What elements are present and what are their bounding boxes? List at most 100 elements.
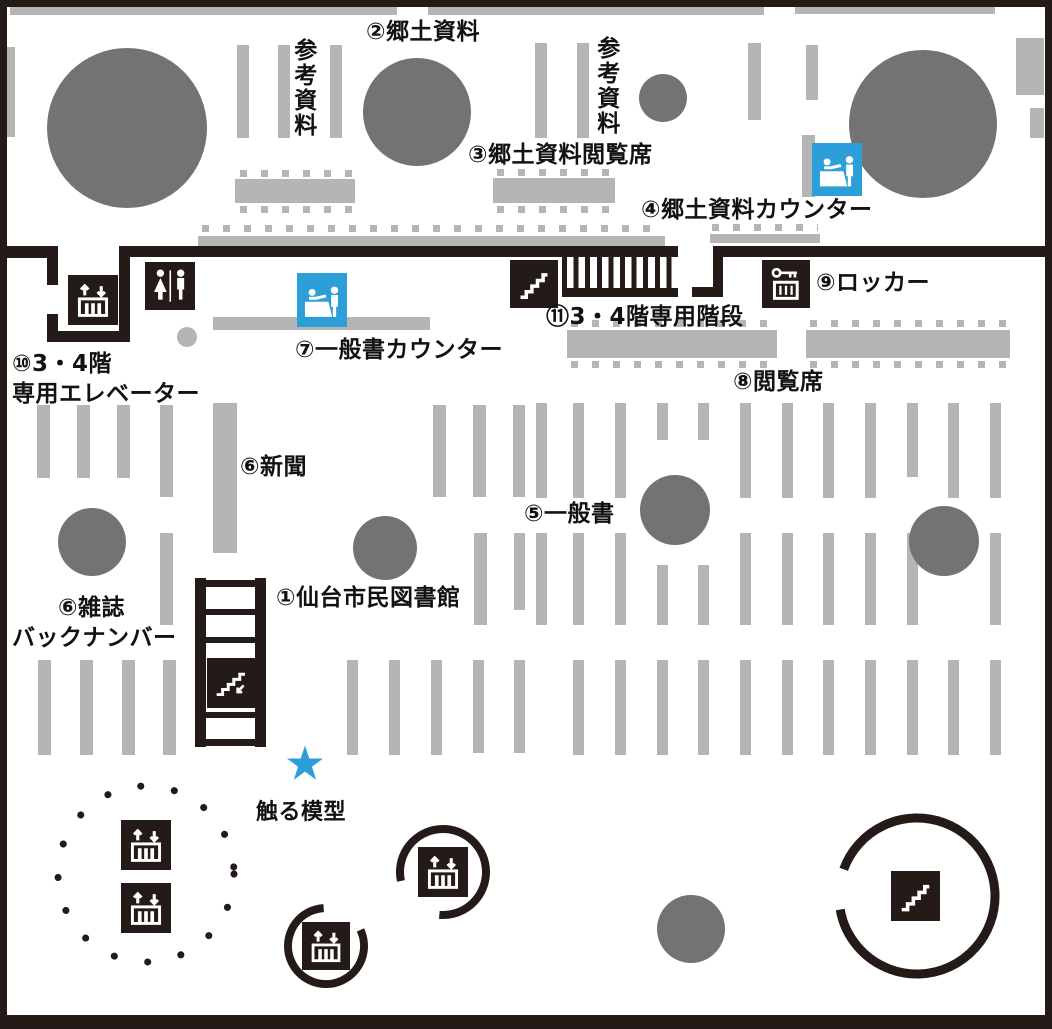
- bookshelf: [1016, 38, 1044, 95]
- bookshelf: [740, 660, 751, 755]
- pillar: [58, 508, 126, 576]
- bookshelf: [615, 533, 626, 625]
- label-local-reading-seats: ③郷土資料閲覧席: [468, 142, 653, 168]
- bookshelf: [782, 403, 793, 498]
- locker-icon: [762, 260, 810, 308]
- wall: [47, 258, 58, 285]
- wall: [130, 246, 678, 257]
- bookshelf: [782, 533, 793, 625]
- label-magazine-line1: ⑥雑誌: [58, 595, 125, 621]
- bookshelf: [474, 533, 487, 625]
- bookshelf: [536, 533, 547, 625]
- reading-table: [493, 178, 615, 203]
- bookshelf: [573, 660, 584, 755]
- curved-wall: [834, 813, 1000, 979]
- chair-dots: [571, 320, 773, 327]
- bookshelf: [823, 403, 834, 498]
- label-general-counter: ⑦一般書カウンター: [295, 337, 503, 363]
- label-newspaper: ⑥新聞: [240, 454, 307, 480]
- wall: [119, 246, 130, 342]
- label-elevator-line1: ⑩3・4階: [12, 351, 112, 377]
- label-local-counter: ④郷土資料カウンター: [641, 197, 873, 223]
- bookshelf: [990, 403, 1001, 498]
- bookshelf: [573, 533, 584, 625]
- wall: [255, 578, 266, 747]
- bookshelf: [536, 403, 547, 498]
- elevator-icon: [68, 275, 118, 325]
- bookshelf: [428, 6, 764, 15]
- bookshelf: [698, 403, 709, 440]
- bookshelf: [795, 5, 995, 14]
- chair-dots: [712, 224, 818, 231]
- bookshelf: [1030, 108, 1044, 138]
- bookshelf: [389, 660, 400, 755]
- bookshelf: [865, 403, 876, 498]
- restroom-icon: [145, 262, 195, 310]
- bookshelf: [535, 43, 547, 138]
- label-locker: ⑨ロッカー: [816, 270, 930, 296]
- bookshelf: [657, 660, 668, 755]
- bookshelf: [330, 45, 342, 138]
- counter-icon: [812, 143, 862, 196]
- pillar: [849, 50, 997, 198]
- bookshelf: [122, 660, 135, 755]
- elevator-icon: [302, 922, 350, 970]
- wall: [692, 287, 723, 297]
- bookshelf: [577, 43, 589, 138]
- label-general-books: ⑤一般書: [524, 501, 615, 527]
- bookshelf: [615, 660, 626, 755]
- curved-wall: [284, 904, 368, 988]
- bookshelf: [433, 405, 446, 497]
- staircase-hatch: [562, 257, 678, 289]
- bookshelf: [278, 45, 290, 138]
- bookshelf: [473, 405, 486, 497]
- elevator-icon: [121, 883, 171, 933]
- bookshelf: [198, 236, 665, 246]
- bookshelf: [865, 660, 876, 755]
- bookshelf: [806, 45, 818, 100]
- elevator-icon: [418, 847, 468, 897]
- bookshelf: [37, 405, 50, 478]
- label-reference-right: 参考資料: [592, 36, 619, 136]
- wall: [713, 246, 723, 297]
- wall: [195, 578, 206, 747]
- pillar: [639, 74, 687, 122]
- bookshelf: [7, 47, 15, 137]
- elevator-icon: [121, 820, 171, 870]
- bookshelf: [657, 565, 668, 625]
- wall: [713, 246, 1045, 257]
- bookshelf: [347, 660, 358, 755]
- chair-dots: [497, 169, 611, 176]
- pillar: [909, 506, 979, 576]
- chair-dots: [202, 225, 660, 232]
- bookshelf: [948, 403, 959, 498]
- bookshelf: [163, 660, 176, 755]
- bookshelf: [573, 403, 584, 498]
- label-elevator-line2: 専用エレベーター: [12, 381, 200, 407]
- wall: [203, 580, 258, 587]
- chair-dots: [810, 320, 1006, 327]
- wall: [0, 1015, 1052, 1029]
- bookshelf: [782, 660, 793, 755]
- chair-dots: [497, 206, 611, 213]
- bookshelf: [10, 6, 397, 15]
- bookshelf: [740, 533, 751, 625]
- reading-table: [235, 179, 355, 203]
- bookshelf: [213, 403, 237, 553]
- bookshelf: [514, 660, 525, 753]
- label-local-materials: ②郷土資料: [366, 19, 480, 45]
- bookshelf: [615, 403, 626, 498]
- bookshelf: [431, 660, 442, 755]
- pillar: [657, 895, 725, 963]
- wall: [47, 331, 130, 342]
- wall: [0, 0, 7, 1029]
- bookshelf: [657, 403, 668, 440]
- bookshelf: [865, 533, 876, 625]
- label-magazine-line2: バックナンバー: [12, 625, 177, 651]
- bookshelf: [907, 660, 918, 755]
- bookshelf: [802, 135, 815, 197]
- bookshelf: [907, 403, 918, 477]
- curved-wall: [396, 825, 490, 919]
- wall: [203, 712, 258, 718]
